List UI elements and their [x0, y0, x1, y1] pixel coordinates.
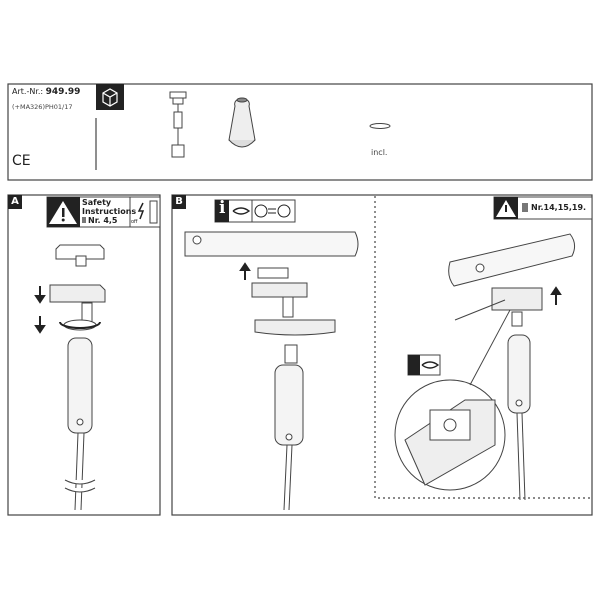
- safety-title-1: Safety: [82, 198, 112, 207]
- info-box: [214, 199, 296, 223]
- panel-a-label: A: [8, 195, 22, 209]
- rotate-arrow-icon: [59, 321, 101, 329]
- product-code: (+MA326)PH01/17: [12, 103, 73, 111]
- manual-book-icon: [522, 203, 528, 212]
- pendant-adapter-illustration: [169, 91, 187, 158]
- panel-a-frame: [7, 194, 161, 516]
- manual-book-icon: [82, 217, 86, 223]
- info-letter: i: [219, 198, 226, 218]
- up-arrow-icon: [239, 262, 251, 280]
- panel-b-label: B: [172, 195, 186, 209]
- header-box: [7, 83, 593, 181]
- article-number: Art.-Nr.: 949.99: [12, 87, 80, 97]
- power-off-label: off: [131, 219, 138, 225]
- panel-b-illustration: [184, 231, 359, 511]
- article-label: Art.-Nr.:: [12, 87, 44, 96]
- info-box-detail: [407, 354, 441, 376]
- ground-icon: [254, 204, 268, 218]
- safety-title-2: Instructions: [82, 207, 137, 216]
- panel-a-illustration: [49, 244, 106, 511]
- included-label: incl.: [371, 148, 388, 157]
- note-box: [493, 196, 593, 220]
- safety-box: [46, 196, 161, 228]
- ring-washer-illustration: [369, 123, 391, 129]
- detail-illustration: [394, 233, 576, 501]
- eye-icon: [421, 361, 440, 369]
- safety-ref: Nr. 4,5: [88, 216, 118, 225]
- ce-mark: CE: [12, 153, 31, 169]
- up-arrow-icon-detail: [550, 286, 562, 305]
- down-arrow-icons: [34, 286, 46, 334]
- note-ref: Nr.14,15,19.: [531, 203, 587, 212]
- lightning-icon: [137, 202, 145, 220]
- eye-icon: [232, 207, 251, 215]
- switch-icon: [149, 200, 158, 224]
- package-icon: [96, 84, 124, 110]
- safety-text: Safety Instructions Nr. 4,5: [82, 198, 136, 225]
- panel-b-frame: [171, 194, 593, 516]
- article-value: 949.99: [45, 87, 81, 97]
- lamp-shade-illustration: [228, 97, 256, 148]
